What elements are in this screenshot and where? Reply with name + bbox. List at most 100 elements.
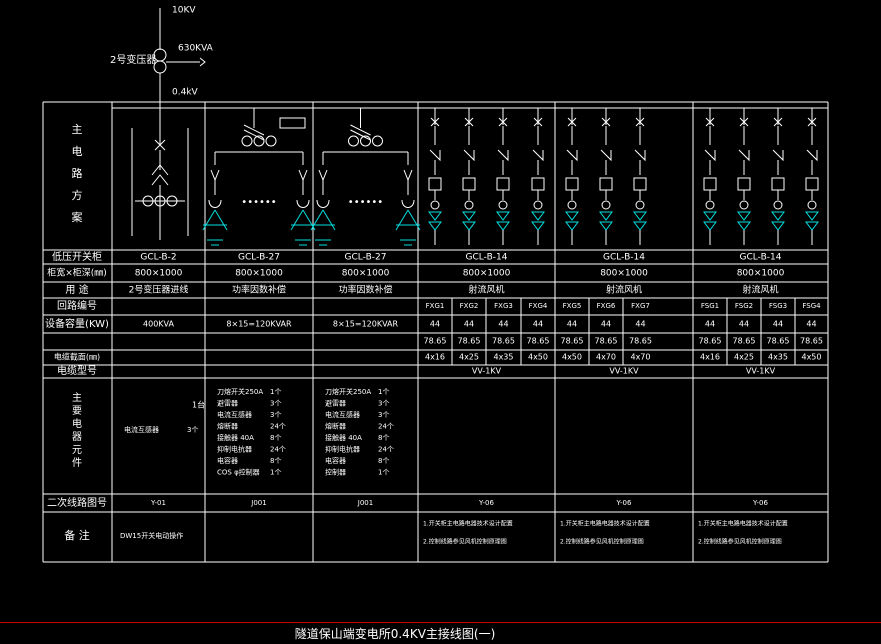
component-qty: 3个	[187, 426, 198, 434]
circuit-cable: 4x50	[801, 353, 821, 362]
circuit-kw: 44	[567, 320, 577, 329]
circuit-current: 78.65	[767, 337, 790, 346]
current-transformer-icon	[430, 200, 440, 210]
contactor-icon	[704, 149, 716, 162]
circuit-cable: 4x16	[425, 353, 445, 362]
circuit-no: FXG3	[494, 302, 513, 310]
component-name: 避雷器	[325, 399, 346, 408]
component-qty: 24个	[378, 446, 394, 454]
circuit-current: 78.65	[699, 337, 722, 346]
component-name: 控制器	[325, 468, 346, 477]
circuit-current: 78.65	[492, 337, 515, 346]
row-label-size: 柜宽×柜深(㎜)	[47, 267, 107, 279]
contactor-icon	[738, 149, 750, 162]
current-transformer-icon	[739, 200, 749, 210]
breaker-icon	[533, 117, 543, 127]
circuit-kw: 44	[635, 320, 645, 329]
current-transformer-icon	[265, 135, 277, 147]
cabinet-usage: 射流风机	[468, 284, 504, 296]
current-transformer-icon	[705, 200, 715, 210]
circuit-cable: 4x70	[596, 353, 616, 362]
component-qty: 8个	[378, 457, 389, 465]
secondary-drawing-no: J001	[250, 499, 266, 507]
cabinet-usage: 功率因数补偿	[338, 284, 392, 296]
component-name: 电容器	[325, 456, 346, 465]
disconnect-icon	[151, 164, 169, 186]
circuit-cable: 4x70	[630, 353, 650, 362]
remark-text: 1.开关柜主电路电器技术设计配置	[560, 520, 650, 528]
circuit-kw: 44	[705, 320, 715, 329]
row-label-cable-section: 电缆截面(㎜)	[54, 352, 100, 362]
circuit-kw: 44	[464, 320, 474, 329]
cabinet-capacity: 8×15=120KVAR	[226, 320, 292, 329]
circuit-current: 78.65	[629, 337, 652, 346]
component-name: 避雷器	[217, 399, 238, 408]
current-transformer-icon	[773, 200, 783, 210]
thermal-relay-icon	[805, 177, 819, 191]
circuit-cable: 4x35	[768, 353, 788, 362]
circuit-current: 78.65	[561, 337, 584, 346]
circuit-kw: 44	[601, 320, 611, 329]
current-transformer-icon	[807, 200, 817, 210]
component-qty: 1个	[378, 469, 389, 477]
component-name: 熔断器	[325, 422, 346, 431]
secondary-drawing-no: Y-06	[752, 499, 768, 507]
row-label-main-scheme: 主	[72, 123, 83, 136]
cable-terminal-icon	[633, 211, 647, 231]
row-label-main-scheme: 电	[72, 145, 83, 158]
transformer-voltage-high: 10KV	[172, 6, 196, 16]
thermal-relay-icon	[565, 177, 579, 191]
component-qty: 24个	[378, 423, 394, 431]
row-label-secondary: 二次线路图号	[47, 496, 107, 509]
row-label-remarks: 备 注	[64, 528, 90, 542]
cabinet-model: GCL-B-14	[603, 253, 645, 263]
circuit-cable: 4x50	[562, 353, 582, 362]
cabinet-size: 800×1000	[737, 269, 785, 279]
secondary-drawing-no: J001	[357, 499, 373, 507]
current-transformer-icon	[348, 135, 359, 147]
contactor-icon	[403, 169, 413, 182]
breaker-icon	[498, 117, 508, 127]
remark-text: 2.控制线路参见风机控制原理图	[698, 538, 782, 546]
ground-arrow-icon	[199, 57, 206, 67]
drawing-title: 隧道保山端变电所0.4KV主接线图(一)	[294, 627, 496, 641]
remark-text: 2.控制线路参见风机控制原理图	[423, 538, 507, 546]
contactor-icon	[772, 149, 784, 162]
circuit-no: FSG3	[769, 302, 787, 310]
component-name: 电流互感器	[325, 410, 360, 419]
circuit-current: 78.65	[733, 337, 756, 346]
transformer-capacity: 630KVA	[178, 44, 214, 54]
thermal-relay-icon	[703, 177, 717, 191]
component-name: 电流互感器	[217, 410, 252, 419]
row-label-cable-type: 电缆型号	[57, 364, 97, 377]
thermal-relay-icon	[531, 177, 545, 191]
circuit-no: FXG5	[563, 302, 582, 310]
reactor-icon	[208, 199, 222, 208]
circuit-kw: 44	[806, 320, 816, 329]
component-name: 抑制电抗器	[325, 445, 360, 454]
row-label-cabinet: 低压开关柜	[52, 250, 102, 263]
cabinet-model: GCL-B-2	[140, 253, 176, 263]
breaker-icon	[739, 117, 749, 127]
contactor-icon	[298, 169, 308, 182]
row-label-main-components: 电	[72, 417, 82, 430]
circuit-no: FSG2	[735, 302, 753, 310]
cable-terminal-icon	[771, 211, 785, 231]
cable-type: VV-1KV	[746, 367, 776, 376]
thermal-relay-icon	[737, 177, 751, 191]
remark-text: 1.开关柜主电路电器技术设计配置	[698, 520, 788, 528]
component-qty: 8个	[270, 434, 281, 442]
circuit-no: FXG7	[631, 302, 650, 310]
secondary-drawing-no: Y-01	[150, 499, 166, 507]
circuit-current: 78.65	[800, 337, 823, 346]
breaker-icon	[807, 117, 817, 127]
component-name: 电容器	[217, 456, 238, 465]
row-label-main-scheme: 案	[72, 210, 83, 224]
cable-terminal-icon	[703, 211, 717, 231]
component-qty: 8个	[378, 434, 389, 442]
fuse-switch-icon	[350, 124, 371, 141]
component-qty: 1个	[270, 388, 281, 396]
cable-type: VV-1KV	[609, 367, 639, 376]
remark-text: DW15开关电动操作	[120, 531, 183, 540]
cable-terminal-icon	[531, 211, 545, 231]
